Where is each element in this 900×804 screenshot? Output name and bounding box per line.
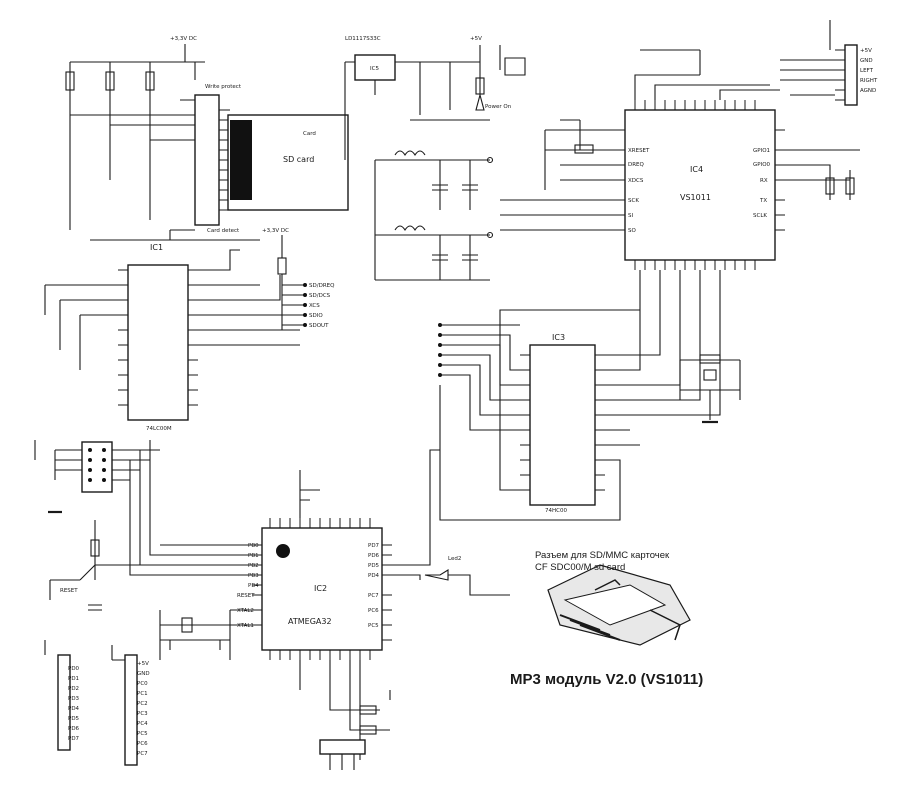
power-led-label: Power On [485,104,512,110]
ic5-ref: IC5 [370,66,379,72]
isp-header [34,440,160,514]
audio-connector: +5V GND LEFT RIGHT AGND [780,20,878,106]
socket-caption-line1: Разъем для SD/MMC карточек [535,550,670,561]
top-left-pullups: +3,3V DC [65,36,205,230]
signal-label-0: SD/DREQ [309,283,335,289]
ic4-ref: IC4 [690,165,703,174]
conn-tr-1: GND [860,58,873,64]
ic4-pin-r4: SCLK [753,213,767,219]
sd-card-connector: SD card Card Write protect Card detect [90,84,349,241]
conn-bm-4: PC2 [137,701,148,707]
sd-card-ref: Card [303,131,316,137]
ic4-part: VS1011 [680,193,711,202]
ic2-part: ATMEGA32 [288,617,332,626]
ic4-chip: IC4 VS1011 XRESET DREQ XDCS SCK SI SO GP… [500,49,860,300]
ic2-pin-l5: RESET [237,593,255,599]
sd-socket-picture [547,564,691,646]
conn-bm-9: PC7 [137,751,148,757]
socket-caption-line2: CF SDC00/M sd card [535,562,625,573]
ic4-pin-l5: SO [628,228,636,234]
ic2-pin-r0: PD7 [368,543,380,549]
ic2-pin-r2: PD5 [368,563,380,569]
filter-section [374,150,494,281]
bottom-header [319,690,391,770]
conn-bm-1: GND [137,671,150,677]
ic4-crystal [679,354,741,424]
conn-tr-4: AGND [860,88,876,94]
ic3-part: 74HC00 [545,508,567,514]
ic2-pin-r5: PC6 [368,608,379,614]
conn-bl-0: PD0 [68,666,80,672]
led2-label: Led2 [448,556,461,562]
conn-bl-6: PD6 [68,726,80,732]
sd-card-label: SD card [283,155,314,164]
ic4-pin-r2: RX [760,178,768,184]
ic2-pin-l3: PB3 [248,573,259,579]
ic3-chip: IC3 74HC00 [438,285,721,521]
ic2-pin-r1: PD6 [368,553,380,559]
conn-bm-2: PC0 [137,681,148,687]
diagram-title: MP3 модуль V2.0 (VS1011) [510,671,703,688]
connector-port-c: +5V GND PC0 PC1 PC2 PC3 PC4 PC5 PC6 PC7 [111,645,150,766]
signal-label-3: SDIO [309,313,323,319]
ic1-ref: IC1 [150,243,163,252]
conn-bl-3: PD3 [68,696,80,702]
ic2-pin-l6: XTAL2 [237,608,254,614]
signal-label-4: SDOUT [309,323,329,329]
signal-label-2: XCS [309,303,320,309]
conn-tr-0: +5V [860,48,872,54]
ic2-pin-l0: PB0 [248,543,259,549]
conn-bl-5: PD5 [68,716,80,722]
conn-bm-6: PC4 [137,721,148,727]
conn-bm-7: PC5 [137,731,148,737]
ic4-pin-l4: SI [628,213,633,219]
power-label-v5: +5V [470,36,482,42]
connector-port-d: PD0 PD1 PD2 PD3 PD4 PD5 PD6 PD7 [44,640,80,751]
ic1-part: 74LC00M [146,426,172,432]
signal-label-1: SD/DCS [309,293,331,299]
card-detect-label: Card detect [207,228,240,234]
ic3-ref: IC3 [552,333,565,342]
ic2-pin-l2: PB2 [248,563,259,569]
ic2-pin-r4: PC7 [368,593,379,599]
ic2-pin-l1: PB1 [248,553,259,559]
ic2-chip: IC2 ATMEGA32 PB0 PB1 PB2 PB3 PB4 RESET X… [129,440,510,760]
conn-bl-1: PD1 [68,676,79,682]
ic5-regulator: LD1117S33C IC5 Power On +5V [344,36,526,160]
ic2-pin-r3: PD4 [368,573,380,579]
ic4-pin-l3: SCK [628,198,639,204]
reset-circuit: RESET [49,520,252,611]
signal-pins-left: +3,3V DC SD/DREQ SD/DCS XCS SDIO SDOUT [262,228,335,330]
conn-bm-8: PC6 [137,741,148,747]
ic4-pin-l2: XDCS [628,178,644,184]
ic2-ref: IC2 [314,584,327,593]
conn-tr-3: RIGHT [860,78,878,84]
power-label-v33a: +3,3V DC [170,36,197,42]
conn-bm-5: PC3 [137,711,148,717]
write-protect-label: Write protect [205,84,242,90]
conn-tr-2: LEFT [860,68,874,74]
ic4-pin-r3: TX [759,198,767,204]
conn-bl-7: PD7 [68,736,80,742]
ic4-pin-l1: DREQ [628,162,645,168]
conn-bm-3: PC1 [137,691,148,697]
reset-label: RESET [60,588,78,594]
ic2-pin-l7: XTAL1 [237,623,254,629]
conn-bl-2: PD2 [68,686,79,692]
ic4-pin-l0: XRESET [628,148,650,154]
power-label-v33c: +3,3V DC [262,228,289,234]
ic2-crystal [159,609,252,660]
ic2-pin-r6: PC5 [368,623,379,629]
conn-bl-4: PD4 [68,706,80,712]
ic1-chip: IC1 74LC00M [44,243,300,432]
ic5-part: LD1117S33C [345,36,381,42]
ic2-pin-l4: PB4 [248,583,259,589]
ic4-pin-r1: GPIO0 [753,162,771,168]
ic4-pin-r0: GPIO1 [753,148,770,154]
conn-bm-0: +5V [137,661,149,667]
